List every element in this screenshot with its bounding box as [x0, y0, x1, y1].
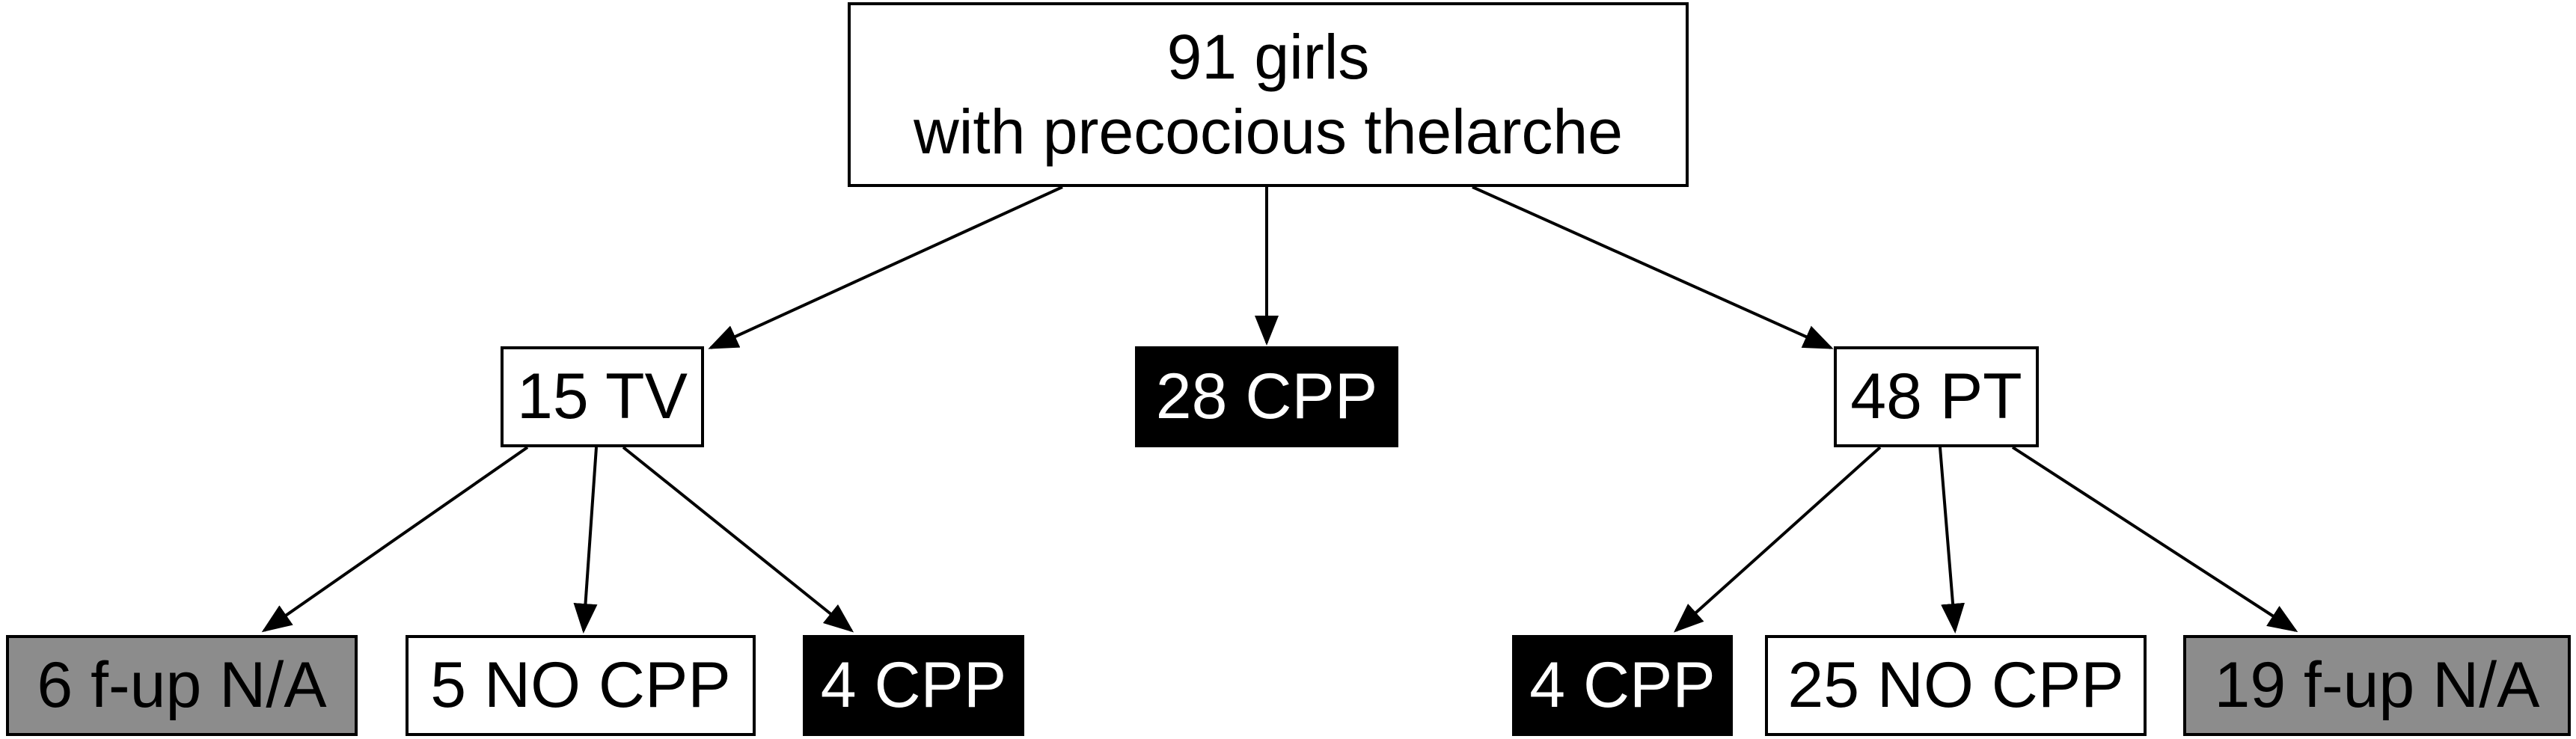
pt-nocpp-node: 25 NO CPP: [1765, 635, 2147, 736]
pt-na-node: 19 f-up N/A: [2183, 635, 2571, 736]
tv-cpp-label: 4 CPP: [820, 648, 1007, 721]
tv-na-label: 6 f-up N/A: [37, 648, 327, 721]
root-line-1: 91 girls: [1166, 22, 1370, 93]
tv-na-node: 6 f-up N/A: [6, 635, 358, 736]
arrow-tv-to-nocpp: [573, 447, 598, 634]
cpp-node: 28 CPP: [1135, 346, 1398, 447]
arrow-pt-to-nocpp: [1939, 447, 1965, 634]
arrow-pt-to-na: [2011, 446, 2298, 633]
pt-cpp-label: 4 CPP: [1529, 648, 1716, 721]
arrow-tv-to-cpp: [622, 446, 854, 633]
root-node: 91 girls with precocious thelarche: [848, 2, 1689, 187]
tv-label: 15 TV: [517, 360, 688, 432]
pt-node: 48 PT: [1834, 346, 2039, 447]
tv-cpp-node: 4 CPP: [803, 635, 1024, 736]
pt-cpp-node: 4 CPP: [1512, 635, 1733, 736]
arrow-pt-to-cpp: [1674, 446, 1882, 633]
cpp-label: 28 CPP: [1155, 360, 1378, 432]
pt-nocpp-label: 25 NO CPP: [1787, 648, 2124, 721]
arrow-root-to-pt: [1472, 185, 1834, 349]
arrow-tv-to-na: [261, 446, 529, 633]
pt-na-label: 19 f-up N/A: [2214, 648, 2540, 721]
root-line-2: with precocious thelarche: [914, 96, 1623, 167]
tv-nocpp-label: 5 NO CPP: [430, 648, 731, 721]
pt-label: 48 PT: [1850, 360, 2022, 432]
tv-nocpp-node: 5 NO CPP: [406, 635, 756, 736]
tv-node: 15 TV: [501, 346, 704, 447]
arrow-root-to-tv: [708, 185, 1063, 349]
